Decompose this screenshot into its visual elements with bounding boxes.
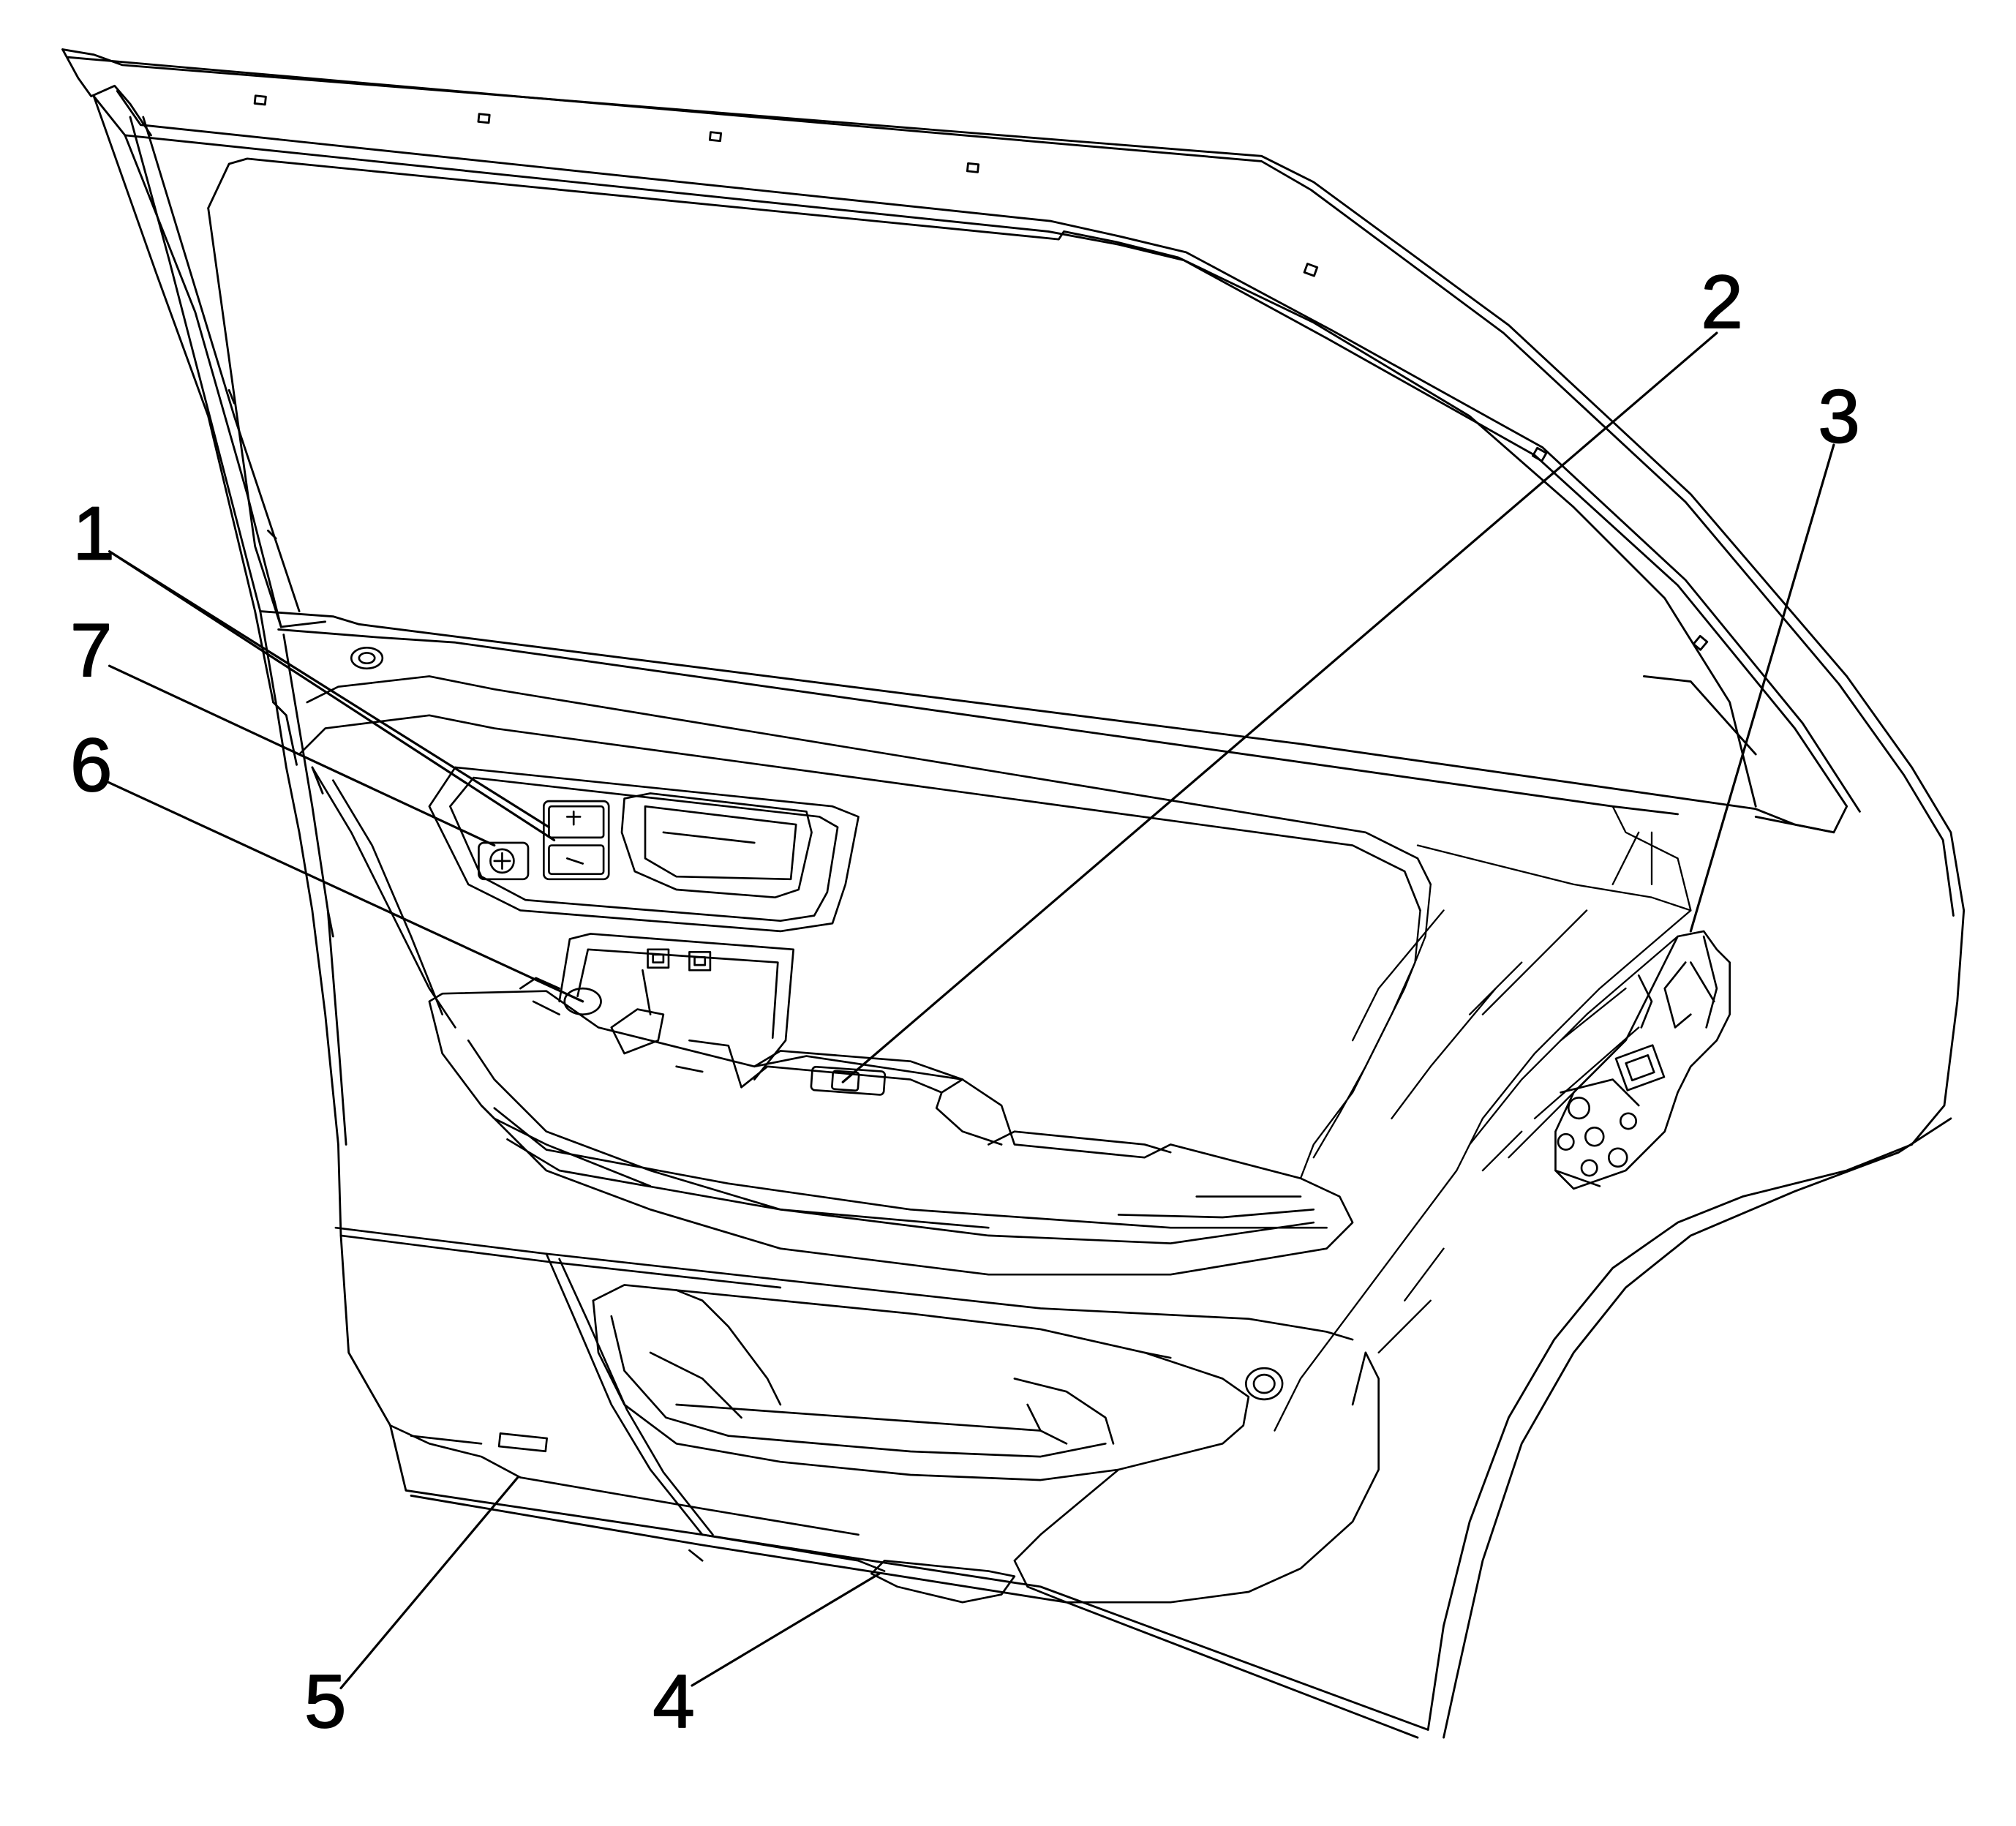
callout-3: 3 — [1818, 374, 1859, 458]
leader-1b — [108, 550, 556, 842]
callout-4: 4 — [652, 1659, 694, 1743]
leader-lines — [102, 331, 1835, 1690]
callout-1: 1 — [73, 491, 115, 575]
lower-door-panel — [334, 1226, 1380, 1604]
mirror-switch — [478, 841, 530, 881]
callout-6: 6 — [70, 723, 112, 807]
armrest — [428, 933, 1354, 1276]
leader-4 — [691, 1572, 881, 1687]
callout-7: 7 — [70, 608, 112, 692]
upper-trim-panel — [298, 647, 1432, 1029]
window-frame — [61, 48, 1966, 1146]
callout-5: 5 — [304, 1659, 346, 1743]
leader-3 — [1689, 443, 1835, 933]
leader-5 — [339, 1476, 519, 1690]
door-panel-outline — [259, 610, 1952, 1739]
inner-panel-lines — [1274, 805, 1692, 1432]
door-latch — [1554, 930, 1731, 1190]
callout-2: 2 — [1701, 260, 1742, 344]
leader-6 — [102, 779, 584, 1003]
leader-2 — [841, 331, 1718, 1083]
leader-1a — [108, 550, 551, 829]
lock-switch — [542, 800, 610, 881]
callout-numbers: 1 2 3 4 5 6 7 — [69, 259, 1860, 1744]
leader-7 — [108, 664, 496, 847]
